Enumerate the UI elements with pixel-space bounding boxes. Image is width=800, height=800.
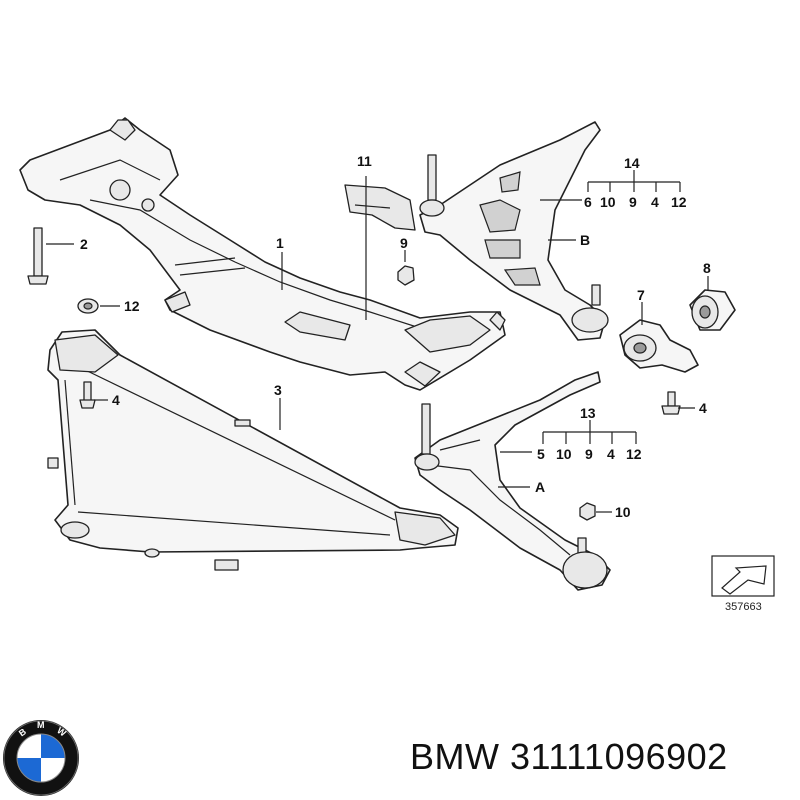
bolt-4-left [79,381,96,409]
svg-text:B: B [17,726,28,738]
bracket-11 [344,184,416,231]
reference-box: 357663 [711,555,775,613]
callout-11: 11 [357,153,372,169]
callout-7: 7 [637,287,645,303]
group-b-item: 12 [671,194,687,210]
callout-13: 13 [580,405,596,421]
washer-12 [77,298,99,314]
callout-3: 3 [274,382,282,398]
nut-10 [579,502,596,521]
bolt-2 [27,227,49,285]
group-b-item: 6 [584,194,592,210]
group-a-item: 12 [626,446,642,462]
callout-4-left: 4 [112,392,120,408]
callout-2: 2 [80,236,88,252]
bmw-logo: B M W [3,720,79,796]
group-a-item: 9 [585,446,593,462]
callout-A: A [535,479,545,495]
callout-14: 14 [624,155,640,171]
callout-8: 8 [703,260,711,276]
leader-lines [46,170,709,513]
group-a-labels: 5 10 9 4 12 [537,446,642,462]
brand-part-number: BMW 31111096902 [410,736,728,777]
bolt-4-right [661,391,681,415]
strut-frame [47,329,459,571]
callout-12-left: 12 [124,298,140,314]
callout-labels: 2 12 4 1 3 11 9 7 8 4 10 B A 14 13 6 10 … [80,153,711,520]
reference-number: 357663 [725,601,762,613]
wishbone-a [414,371,611,591]
group-b-item: 10 [600,194,616,210]
group-a-item: 5 [537,446,545,462]
svg-text:M: M [37,720,45,730]
nut-9 [397,265,415,286]
group-a-item: 4 [607,446,615,462]
group-b-item: 4 [651,194,659,210]
callout-4-right: 4 [699,400,707,416]
group-b-labels: 6 10 9 4 12 [584,194,687,210]
bushing-8 [689,289,736,331]
wishbone-b [419,121,609,341]
callout-10: 10 [615,504,631,520]
group-b-item: 9 [629,194,637,210]
axle-carrier [19,117,506,391]
callout-9: 9 [400,235,408,251]
bushing-7 [619,319,699,373]
callout-B: B [580,232,590,248]
callout-1: 1 [276,235,284,251]
group-a-item: 10 [556,446,572,462]
